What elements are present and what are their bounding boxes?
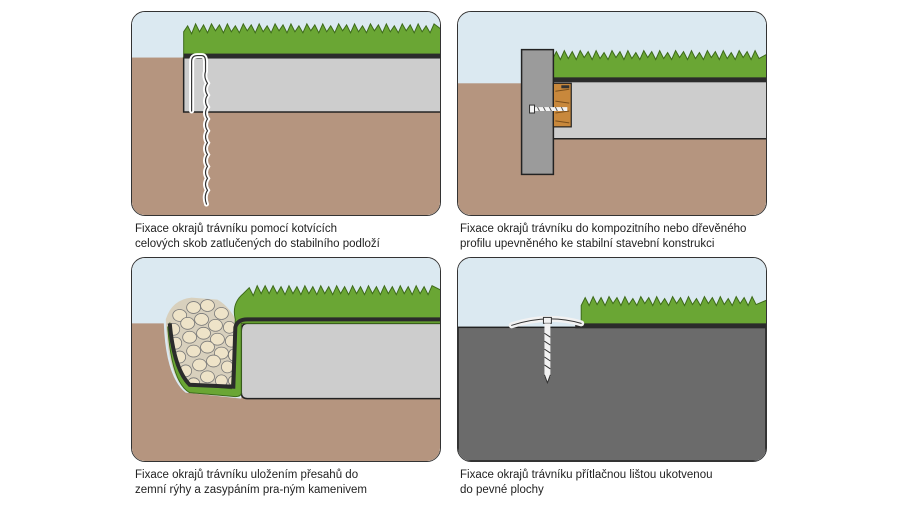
turf-edge <box>552 77 766 83</box>
structural-wall <box>520 48 555 176</box>
concrete-base <box>240 322 440 400</box>
turf <box>580 295 766 328</box>
screw-tip <box>543 374 551 385</box>
diagram-panel-wooden-profile <box>457 11 767 216</box>
caption-staple-anchoring: Fixace okrajů trávníku pomocí kotvících … <box>135 222 465 252</box>
profile-top-lip <box>561 85 570 89</box>
turf <box>183 22 440 59</box>
diagram-panel-gravel-trench <box>131 257 441 462</box>
anchor-staple-outline <box>191 54 209 205</box>
screw-head <box>542 316 552 324</box>
pressure-strip-illustration <box>458 258 766 461</box>
wooden-profile-illustration <box>458 12 766 215</box>
wooden-profile <box>552 82 572 128</box>
concrete-base <box>182 56 440 113</box>
caption-line: Fixace okrajů trávníku přítlačnou lištou… <box>460 469 713 481</box>
caption-line: celových skob zatlučených do stabilního … <box>135 238 380 250</box>
caption-line: Fixace okrajů trávníku do kompozitního n… <box>460 223 747 235</box>
screw-thread <box>544 332 551 370</box>
caption-line: do pevné plochy <box>460 484 544 496</box>
screw-head <box>529 104 535 114</box>
caption-line: Fixace okrajů trávníku uložením přesahů … <box>135 469 359 481</box>
turf <box>551 49 766 80</box>
caption-wooden-profile: Fixace okrajů trávníku do kompozitního n… <box>460 222 790 252</box>
gravel-trench-illustration <box>132 258 440 461</box>
asphalt-surface <box>458 326 766 461</box>
concrete-base <box>551 78 766 140</box>
turf-backing <box>167 317 440 389</box>
turf-edge <box>575 323 766 329</box>
diagram-panel-staple-anchoring <box>131 11 441 216</box>
wood-grain <box>555 88 570 124</box>
caption-line: Fixace okrajů trávníku pomocí kotvících <box>135 223 337 235</box>
caption-line: zemní rýhy a zasypáním pra-ným kamenivem <box>135 484 367 496</box>
staple-anchoring-illustration <box>132 12 440 215</box>
caption-gravel-trench: Fixace okrajů trávníku uložením přesahů … <box>135 468 465 498</box>
caption-line: profilu upevněného ke stabilní stavební … <box>460 238 715 250</box>
caption-pressure-strip: Fixace okrajů trávníku přítlačnou lištou… <box>460 468 790 498</box>
diagram-panel-pressure-strip <box>457 257 767 462</box>
turf-edge <box>183 53 440 59</box>
screw-thread <box>537 106 564 112</box>
